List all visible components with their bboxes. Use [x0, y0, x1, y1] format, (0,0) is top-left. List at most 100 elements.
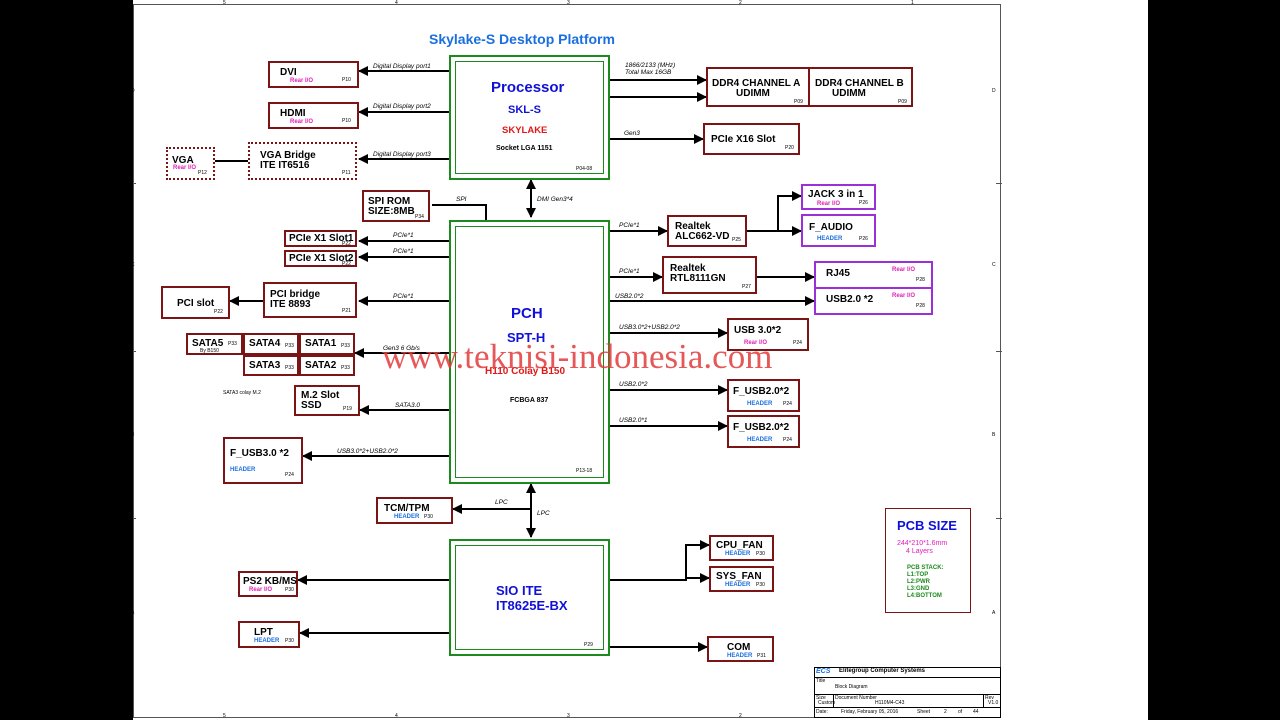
border-mark: D: [992, 88, 996, 94]
sys-fan-sub: HEADER: [725, 582, 751, 588]
dvi-page: P10: [342, 77, 351, 83]
title-block-rule: [815, 677, 1000, 678]
label-mem-speed: 1866/2133 (MHz): [625, 62, 676, 69]
border-mark: B: [992, 432, 996, 438]
link-jack: [747, 191, 802, 232]
realtek-audio-page: P25: [732, 237, 741, 243]
rj45-sub: Rear I/O: [892, 267, 916, 273]
f-usb20-a-sub: HEADER: [747, 401, 773, 407]
border-mark: 4: [395, 0, 398, 6]
ddr4-a-page: P09: [794, 99, 803, 105]
ddr4-block: DDR4 CHANNEL A UDIMM P09 DDR4 CHANNEL B …: [706, 67, 913, 107]
lpt-sub: HEADER: [254, 638, 280, 644]
label-sata30: SATA3.0: [395, 402, 421, 409]
watermark-text: www.teknisi-indonesia.com: [382, 337, 773, 376]
ddr4-b-type: UDIMM: [832, 88, 866, 99]
tcm-page: P30: [424, 514, 433, 520]
pcie-x1-slot2-page: P22: [342, 261, 351, 267]
sys-fan-page: P30: [756, 582, 765, 588]
ps2-port: PS2 KB/MS Rear I/O P30: [238, 571, 298, 597]
processor-code: SKL-S: [508, 104, 541, 116]
usb30-rear: USB 3.0*2 Rear I/O P24: [727, 318, 809, 351]
realtek-lan-line1: Realtek: [670, 263, 706, 274]
sata3-page: P33: [285, 365, 294, 371]
sata1-page: P33: [341, 343, 350, 349]
pch-package: FCBGA 837: [510, 397, 549, 404]
f-usb20-b-page: P24: [783, 437, 792, 443]
label-lpc-tcm: LPC: [495, 499, 508, 506]
f-usb3-header: F_USB3.0 *2 HEADER P24: [223, 437, 303, 484]
label-pcie-audio: PCIe*1: [619, 222, 640, 229]
f-audio-sub: HEADER: [817, 236, 843, 242]
dvi-sub: Rear I/O: [290, 78, 314, 84]
pcb-stack-title: PCB STACK:: [907, 565, 944, 571]
sata2-port: SATA2 P33: [299, 355, 355, 376]
realtek-audio-line2: ALC662-VD: [675, 231, 730, 242]
title-block: ECS Elitegroup Computer Systems Title Bl…: [814, 667, 1001, 718]
ps2-label: PS2 KB/MS: [243, 576, 297, 587]
border-tick: [996, 351, 1002, 352]
sata3-label: SATA3: [249, 360, 281, 371]
spi-rom-line2: SIZE:8MB: [368, 206, 415, 217]
processor-family: SKYLAKE: [502, 125, 548, 136]
title-block-vrule: [983, 694, 984, 707]
date-label: Date:: [816, 709, 828, 715]
usb20-rear-page: P28: [916, 303, 925, 309]
processor-block: Processor SKL-S SKYLAKE Socket LGA 1151 …: [449, 55, 610, 180]
pci-slot-label: PCI slot: [177, 298, 215, 309]
processor-title: Processor: [491, 79, 565, 96]
tcm-label: TCM/TPM: [384, 503, 430, 514]
ps2-sub: Rear I/O: [249, 587, 273, 593]
lpt-label: LPT: [254, 627, 273, 638]
border-mark: 1: [911, 0, 914, 6]
f-usb20-a-page: P24: [783, 401, 792, 407]
f-usb3-label: F_USB3.0 *2: [230, 448, 289, 459]
label-f-usb3-link: USB3.0*2+USB2.0*2: [337, 448, 398, 455]
f-audio-header: F_AUDIO HEADER P26: [801, 214, 876, 247]
pcie-x16-slot: PCIe X16 Slot P20: [703, 123, 800, 155]
label-usb30-rear: USB3.0*2+USB2.0*2: [619, 324, 680, 331]
border-tick: [133, 351, 136, 352]
border-tick: [996, 518, 1002, 519]
label-f-usb20-a: USB2.0*2: [619, 381, 648, 388]
title-block-rule: [815, 694, 1000, 695]
label-pcie-slot2: PCIe*1: [393, 248, 414, 255]
jack-sub: Rear I/O: [817, 201, 841, 207]
date-value: Friday, February 05, 2016: [841, 709, 899, 715]
rev-label: Rev: [985, 695, 994, 701]
processor-inner: [455, 61, 604, 174]
pch-title: PCH: [511, 305, 543, 322]
label-dmi: DMI Gen3*4: [537, 196, 573, 203]
ecs-logo: ECS: [816, 668, 831, 675]
label-f-usb20-b: USB2.0*1: [619, 417, 648, 424]
tcm-sub: HEADER: [394, 514, 420, 520]
hdmi-label: HDMI: [280, 108, 306, 119]
border-mark: 2: [739, 0, 742, 6]
usb30-rear-label: USB 3.0*2: [734, 325, 782, 336]
title-label: Title: [816, 678, 826, 684]
vga-label: VGA: [172, 155, 194, 166]
label-dp1: Digital Display port1: [373, 63, 431, 70]
m2-line2: SSD: [301, 400, 322, 411]
sata4-port: SATA4 P33: [243, 333, 299, 355]
f-usb20-b-sub: HEADER: [747, 437, 773, 443]
sata1-label: SATA1: [305, 338, 337, 349]
pcie-x1-slot1-page: P22: [342, 241, 351, 247]
rear-lan-usb-block: RJ45 Rear I/O P28 USB2.0 *2 Rear I/O P28: [814, 261, 933, 315]
cpu-fan-page: P30: [756, 551, 765, 557]
pcb-stack-l3: L3:GND: [907, 586, 930, 592]
dvi-label: DVI: [280, 67, 297, 78]
rj45-label: RJ45: [826, 268, 850, 279]
doc-number-label: Document Number: [835, 695, 877, 701]
rj45-page: P28: [916, 277, 925, 283]
sata5-port: SATA5 P33 By B150: [186, 333, 243, 355]
jack-label: JACK 3 in 1: [808, 189, 864, 200]
f-audio-label: F_AUDIO: [809, 222, 853, 233]
company-name: Elitegroup Computer Systems: [839, 668, 926, 674]
f-usb20-a-label: F_USB2.0*2: [733, 386, 790, 397]
pci-bridge-page: P21: [342, 308, 351, 314]
pcb-stack-l2: L2:PWR: [907, 579, 930, 585]
sheet-label: Sheet: [917, 709, 931, 715]
size-value: Custom: [818, 700, 836, 706]
title-block-rule: [815, 707, 1000, 708]
